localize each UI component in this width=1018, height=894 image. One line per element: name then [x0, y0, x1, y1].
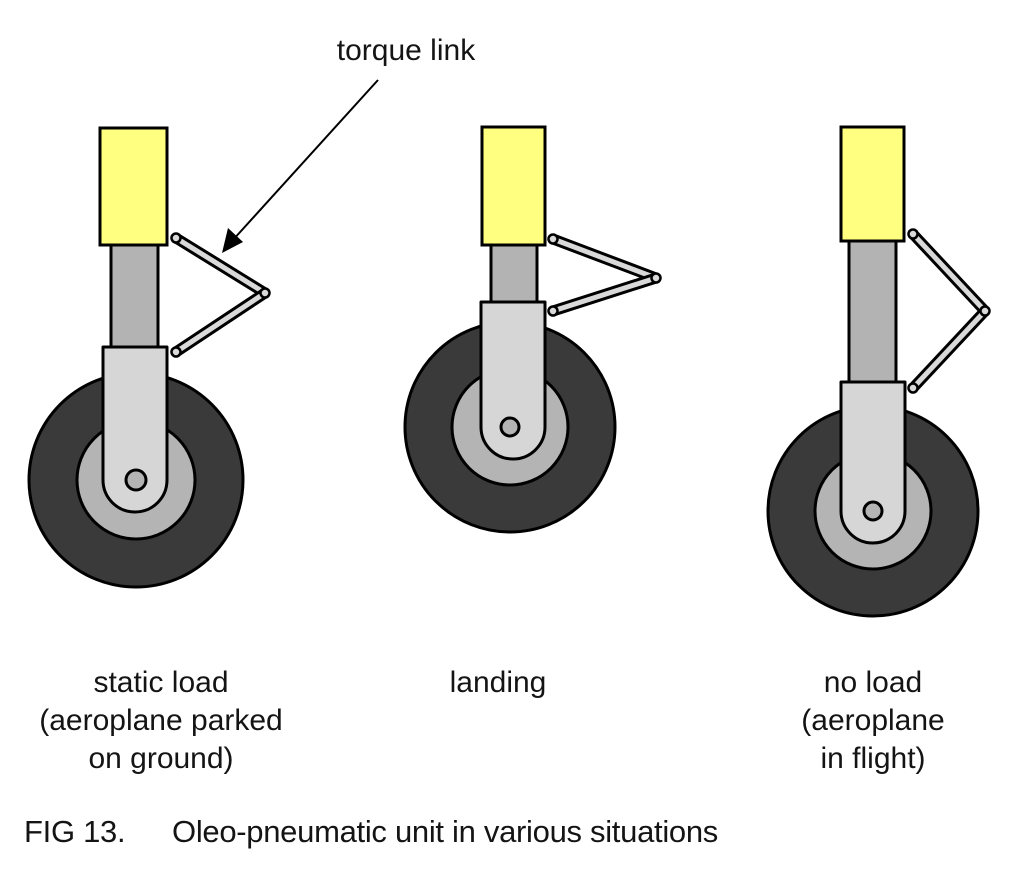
oleo-cylinder-landing — [480, 125, 547, 247]
fork-noload — [839, 380, 907, 545]
piston-static — [109, 243, 160, 353]
static-load-label-line-1: static load — [93, 666, 229, 699]
torque-link-pivot-noload-2 — [907, 382, 919, 394]
torque-link-pivot-noload-1 — [979, 305, 991, 317]
torque-link-arm-static-0 — [173, 235, 268, 296]
piston-noload — [847, 239, 898, 388]
no-load-label-line-1: no load — [823, 666, 923, 699]
torque-link-arm-noload-0 — [910, 231, 988, 314]
piston-landing — [489, 243, 539, 308]
axle-landing — [499, 416, 521, 438]
torque-link-pivot-landing-1 — [650, 272, 662, 284]
torque-link-arm-static-1 — [173, 290, 268, 355]
torque-link-static — [170, 232, 271, 358]
torque-link-pivot-static-1 — [259, 287, 271, 299]
static-load-label-line-2: (aeroplane parked — [39, 704, 283, 737]
no-load-label-line-3: in flight) — [820, 742, 926, 775]
figure-caption-text: Oleo-pneumatic unit in various situation… — [172, 814, 718, 849]
fork-landing — [479, 300, 547, 461]
landing-label-line-1: landing — [449, 666, 547, 699]
landing-label: landing — [400, 664, 596, 702]
landing-gear-noload — [766, 125, 991, 618]
torque-link-pivot-static-2 — [170, 346, 182, 358]
landing-gear-landing — [403, 125, 662, 534]
torque-link-pivot-landing-0 — [547, 233, 559, 245]
oleo-cylinder-noload — [839, 125, 906, 243]
torque-link-noload — [907, 228, 991, 394]
torque-link-pivot-noload-0 — [907, 228, 919, 240]
static-load-label-line-3: on ground) — [88, 742, 234, 775]
landing-gear-static — [27, 126, 271, 589]
figure-number: FIG 13. — [24, 814, 126, 849]
torque-link-landing — [547, 233, 662, 317]
torque-link-pivot-landing-2 — [547, 305, 559, 317]
torque-link-pivot-static-0 — [170, 232, 182, 244]
torque-link-arm-landing-0 — [550, 236, 659, 281]
static-load-label: static load (aeroplane parked on ground) — [0, 664, 322, 778]
figure-caption: FIG 13. Oleo-pneumatic unit in various si… — [24, 814, 718, 850]
fork-static — [101, 345, 169, 514]
oleo-cylinder-static — [98, 126, 169, 247]
axle-noload — [862, 500, 884, 522]
no-load-label: no load (aeroplane in flight) — [760, 664, 986, 778]
torque-link-label: torque link — [336, 34, 476, 67]
torque-link-arm-landing-1 — [550, 275, 659, 314]
torque-link-arm-noload-1 — [910, 308, 988, 391]
torque-link-callout-arrow — [222, 79, 379, 253]
arrowhead-icon — [222, 228, 243, 253]
axle-static — [124, 468, 148, 492]
no-load-label-line-2: (aeroplane — [801, 704, 945, 737]
